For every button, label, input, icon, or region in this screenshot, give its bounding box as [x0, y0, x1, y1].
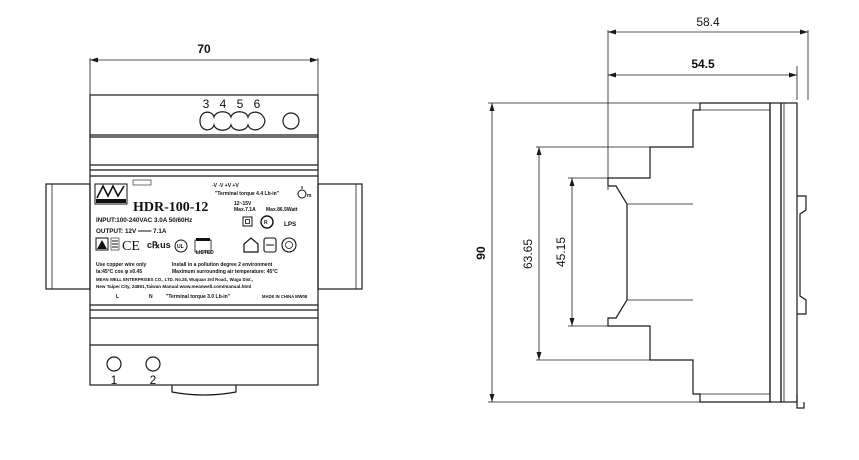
svg-text:R: R — [264, 220, 268, 226]
top-terminal-block: 3 4 5 6 — [199, 97, 300, 131]
copper-wire-note: Use copper wire only — [96, 262, 147, 268]
terminal-screw-1 — [106, 356, 122, 372]
din-rail-left — [45, 183, 91, 290]
manufacturer-line: MEAN WELL ENTERPRISES CO., LTD. No.28, W… — [96, 277, 253, 282]
din-rail-right — [317, 183, 363, 290]
lps-mark: LPS — [284, 221, 296, 228]
terminal-label-1: 1 — [111, 373, 118, 387]
torque-top-text: "Terminal torque 4.4 Lb-in" — [215, 191, 280, 197]
terminal-label-6: 6 — [254, 97, 261, 111]
adjust-potentiometer — [282, 112, 300, 130]
terminal-label-4: 4 — [220, 97, 227, 111]
svg-text:m: m — [307, 193, 312, 199]
side-view: 58.4 54.5 90 63.65 — [474, 15, 809, 409]
max-ambient-note: Maximum surrounding air temperature: 45°… — [172, 269, 278, 275]
max-current: Max.7.1A — [234, 207, 256, 213]
made-in-text: MADE IN CHINA MW08 — [262, 294, 308, 299]
terminal-n-label: N — [149, 294, 153, 300]
eac-mark-icon — [263, 237, 277, 253]
width-dimension: 70 — [89, 42, 319, 95]
mean-well-logo — [94, 183, 128, 205]
max-wattage: Max.86.5Watt — [266, 207, 298, 213]
din-clip-side — [797, 195, 807, 315]
ccc-mark-icon — [281, 237, 297, 253]
width-dimension-label: 70 — [197, 42, 211, 56]
screwdriver-icon: m — [297, 186, 312, 199]
din-clip — [171, 385, 237, 396]
polarity-marks: -V -V +V +V — [212, 183, 239, 189]
bottom-terminal-block: 1 2 — [106, 356, 161, 387]
indoor-use-icon — [243, 237, 259, 253]
step-outer-label: 63.65 — [521, 239, 535, 269]
terminal-l-label: L — [116, 294, 119, 300]
class2-square-icon — [242, 216, 253, 227]
depth-inner-label: 54.5 — [691, 57, 715, 71]
terminal-label-3: 3 — [203, 97, 210, 111]
ul-listed-icon — [174, 239, 188, 253]
svg-text:LISTED: LISTED — [196, 250, 214, 256]
front-view: 70 3 4 5 6 — [45, 42, 363, 396]
ce-mark: CE — [122, 239, 140, 254]
product-label: -V -V +V +V "Terminal torque 4.4 Lb-in" … — [94, 179, 312, 300]
side-profile-outline — [607, 102, 771, 403]
depth-dimension-inner: 54.5 — [608, 57, 798, 100]
height-dimension-label: 90 — [474, 246, 488, 260]
height-dimension: 90 — [474, 102, 770, 403]
terminal-screws-top — [199, 111, 266, 131]
certification-icons: CE c℞us UL LISTED — [95, 237, 297, 256]
pollution-degree-note: Install in a pollution degree 2 environm… — [172, 262, 273, 268]
tuv-mark-icon — [260, 215, 274, 229]
torque-bottom-text: "Terminal torque 3.0 Lb-in" — [166, 294, 231, 300]
step-dimension-inner: 45.15 — [554, 177, 608, 327]
rear-back-plate — [780, 102, 798, 403]
svg-text:UL: UL — [177, 244, 184, 250]
address-line: New Taipei City, 24891,Taiwan Manual:www… — [96, 284, 251, 289]
ambient-temp-note: ta:45°C cos φ ≥0.45 — [96, 269, 142, 275]
output-rating: OUTPUT: 12V ═══ 7.1A — [96, 228, 167, 235]
voltage-range: 12~15V — [234, 201, 252, 207]
depth-outer-label: 58.4 — [696, 15, 720, 29]
input-rating: INPUT:100-240VAC 3.0A 50/60Hz — [96, 217, 192, 224]
terminal-label-2: 2 — [150, 373, 157, 387]
terminal-label-5: 5 — [237, 97, 244, 111]
step-inner-label: 45.15 — [554, 237, 568, 267]
model-name: HDR-100-12 — [133, 200, 208, 215]
depth-dimension-outer: 58.4 — [607, 15, 809, 190]
step-dimension-outer: 63.65 — [521, 146, 650, 361]
rear-panel — [769, 102, 782, 403]
terminal-screw-2 — [145, 356, 161, 372]
ul-recognized-icon: c℞us — [147, 240, 171, 250]
